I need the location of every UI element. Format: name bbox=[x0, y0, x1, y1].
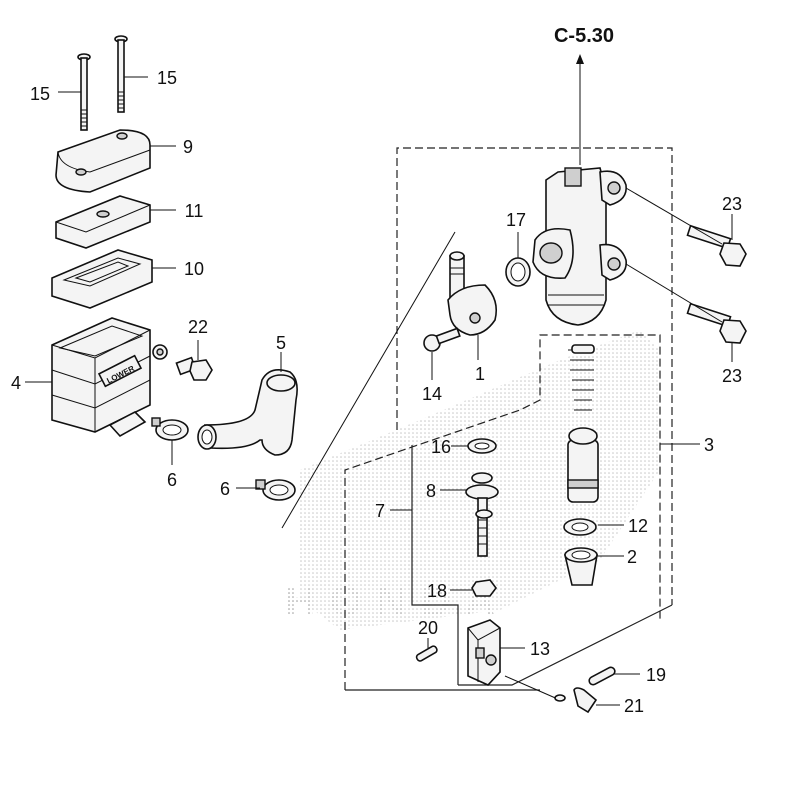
boot bbox=[563, 547, 598, 586]
screw-15-left bbox=[77, 53, 91, 131]
clamp-6-left bbox=[151, 417, 189, 441]
circlip bbox=[563, 518, 597, 536]
reference-arrow: C-5.30 bbox=[554, 25, 614, 165]
callout-4: 4 bbox=[11, 373, 21, 393]
pin-19 bbox=[588, 666, 616, 686]
piston bbox=[567, 427, 599, 503]
clamp-6-right bbox=[255, 479, 296, 501]
leader-lines bbox=[25, 76, 733, 706]
bolt-23-upper bbox=[625, 187, 747, 267]
callout-12: 12 bbox=[628, 516, 648, 536]
cotter-pin bbox=[415, 645, 438, 662]
hose bbox=[197, 369, 298, 456]
callout-15-left: 15 bbox=[30, 84, 50, 104]
callout-11: 11 bbox=[185, 201, 204, 221]
callout-7: 7 bbox=[375, 501, 385, 521]
reservoir-cap bbox=[55, 129, 151, 193]
bolt-23-lower bbox=[625, 263, 747, 344]
callout-18: 18 bbox=[427, 581, 447, 601]
diaphragm-plate bbox=[55, 195, 151, 249]
diaphragm bbox=[51, 249, 153, 309]
callout-20: 20 bbox=[418, 618, 438, 638]
bolt-22 bbox=[175, 356, 213, 381]
callout-22: 22 bbox=[188, 317, 208, 337]
callout-13: 13 bbox=[530, 639, 550, 659]
callout-3: 3 bbox=[704, 435, 714, 455]
clevis bbox=[467, 619, 501, 686]
callouts: 15 15 9 11 10 4 22 5 6 6 14 1 17 16 8 7 … bbox=[11, 68, 742, 716]
callout-16: 16 bbox=[431, 437, 451, 457]
callout-1: 1 bbox=[475, 364, 485, 384]
callout-23-upper: 23 bbox=[722, 194, 742, 214]
callout-6-right: 6 bbox=[220, 479, 230, 499]
o-ring bbox=[505, 257, 531, 287]
clip-16 bbox=[467, 438, 497, 454]
callout-15-right: 15 bbox=[157, 68, 177, 88]
reservoir-body: LOWER bbox=[51, 317, 168, 438]
callout-10: 10 bbox=[184, 259, 204, 279]
callout-5: 5 bbox=[276, 333, 286, 353]
push-rod bbox=[465, 472, 499, 557]
callout-2: 2 bbox=[627, 547, 637, 567]
assembly-frames bbox=[281, 147, 673, 691]
callout-9: 9 bbox=[183, 137, 193, 157]
callout-19: 19 bbox=[646, 665, 666, 685]
callout-17: 17 bbox=[506, 210, 526, 230]
callout-14: 14 bbox=[422, 384, 442, 404]
callout-21: 21 bbox=[624, 696, 644, 716]
bolt-14 bbox=[423, 327, 461, 352]
watermark-text: HONDA bbox=[285, 577, 509, 624]
pivot-pin bbox=[504, 675, 598, 714]
nut bbox=[471, 579, 497, 597]
callout-6-left: 6 bbox=[167, 470, 177, 490]
screw-15-right bbox=[114, 35, 128, 113]
master-cylinder-body bbox=[532, 167, 627, 326]
reference-label: C-5.30 bbox=[554, 25, 614, 47]
callout-23-lower: 23 bbox=[722, 366, 742, 386]
spring bbox=[568, 344, 595, 411]
hose-joint bbox=[447, 251, 498, 336]
callout-8: 8 bbox=[426, 481, 436, 501]
